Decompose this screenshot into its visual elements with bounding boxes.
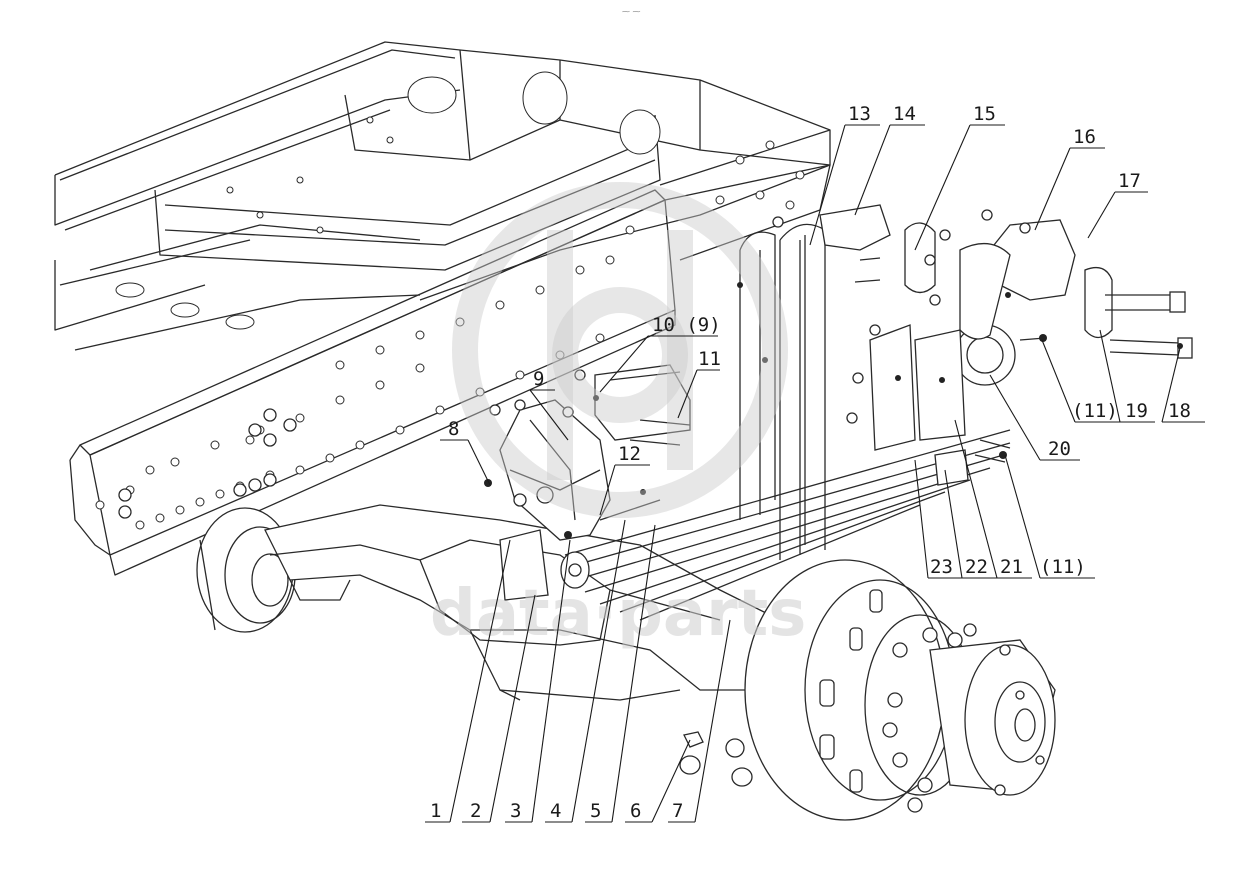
callout-12: 12	[618, 443, 641, 465]
front-bracket	[499, 399, 611, 601]
watermark: data·parts	[430, 182, 806, 651]
chassis-frame	[54, 41, 831, 576]
frame-bolts	[118, 408, 297, 519]
callout-13: 13	[848, 103, 871, 125]
callout-labels: 13 14 15 16 17 10 (9) 11 9 8 12 20 (11) …	[430, 103, 1191, 822]
callout-9: 9	[533, 368, 544, 390]
callout-21: 21	[1000, 556, 1023, 578]
callout-7: 7	[672, 800, 683, 822]
callout-3: 3	[510, 800, 521, 822]
callout-15: 15	[973, 103, 996, 125]
watermark-text: data·parts	[430, 577, 806, 651]
callout-19: 19	[1125, 400, 1148, 422]
callout-10-9: 10 (9)	[652, 314, 721, 336]
callout-4: 4	[550, 800, 561, 822]
callout-17: 17	[1118, 170, 1141, 192]
callout-11: 11	[698, 348, 721, 370]
callout-8: 8	[448, 418, 459, 440]
callout-6: 6	[630, 800, 641, 822]
callout-20: 20	[1048, 438, 1071, 460]
callout-18: 18	[1168, 400, 1191, 422]
leader-lines	[425, 124, 1205, 823]
top-mark: ⁓ ⁓	[622, 7, 641, 16]
callout-16: 16	[1073, 126, 1096, 148]
callout-11-paren-top: (11)	[1072, 400, 1118, 422]
callout-14: 14	[893, 103, 916, 125]
callout-23: 23	[930, 556, 953, 578]
callout-2: 2	[470, 800, 481, 822]
callout-1: 1	[430, 800, 441, 822]
right-hub	[744, 559, 1056, 821]
callout-5: 5	[590, 800, 601, 822]
callout-22: 22	[965, 556, 988, 578]
callout-11-paren-bottom: (11)	[1040, 556, 1086, 578]
hardware	[484, 204, 1193, 787]
